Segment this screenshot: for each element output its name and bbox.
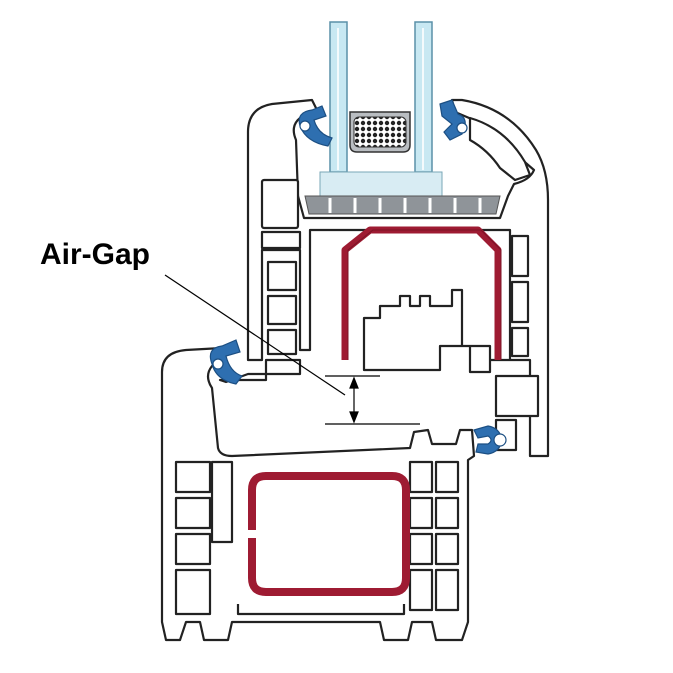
setting-block xyxy=(319,171,443,197)
glazing-bead-foot xyxy=(304,195,501,215)
air-gap-leader-line xyxy=(164,274,346,396)
glass-panes xyxy=(329,21,433,173)
glass-spacer xyxy=(349,111,411,153)
frame-steel-reinforcement xyxy=(248,472,410,596)
air-gap-label: Air-Gap xyxy=(40,238,151,271)
gasket-icon xyxy=(209,99,507,455)
sash-profile xyxy=(246,98,550,458)
desiccant-mesh-icon xyxy=(353,116,407,148)
frame-profile xyxy=(160,346,476,642)
air-gap-indicator xyxy=(164,274,420,425)
